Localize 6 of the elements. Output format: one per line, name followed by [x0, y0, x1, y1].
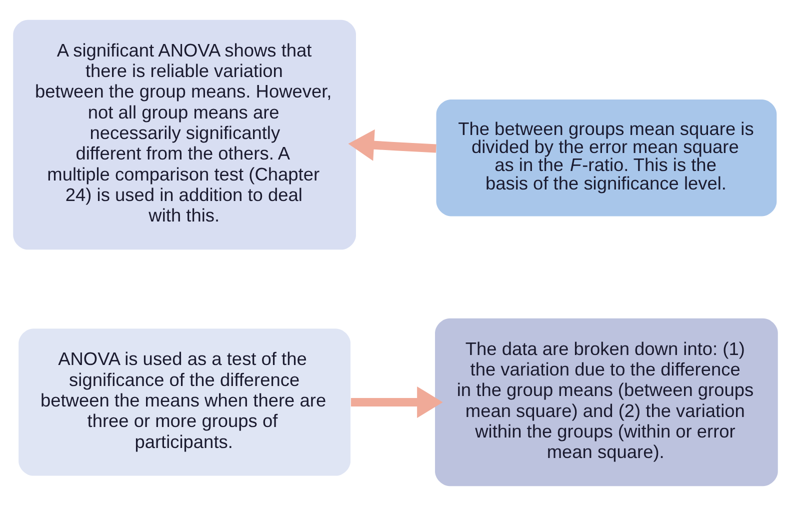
node-box: ANOVA is used as a test of the significance of the difference between the means when there are three or more groups of participants.: [18, 328, 351, 476]
arrow: [350, 386, 443, 418]
node-box: The data are broken down into: (1) the variation due to the difference in the group means (between groups mean square) and (2) the variation within the groups (within or error mean square).: [435, 318, 778, 486]
node-box: A significant ANOVA shows that there is reliable variation between the group means. However, not all group means are necessarily significantly different from the others. A multiple comparison test (Chapter 24) is used in addition to deal with this.: [13, 20, 356, 250]
arrow: [348, 129, 436, 161]
node-box: The between groups mean square is divided by the error mean square as in the F-ratio. This is the basis of the significance level.: [436, 100, 777, 216]
